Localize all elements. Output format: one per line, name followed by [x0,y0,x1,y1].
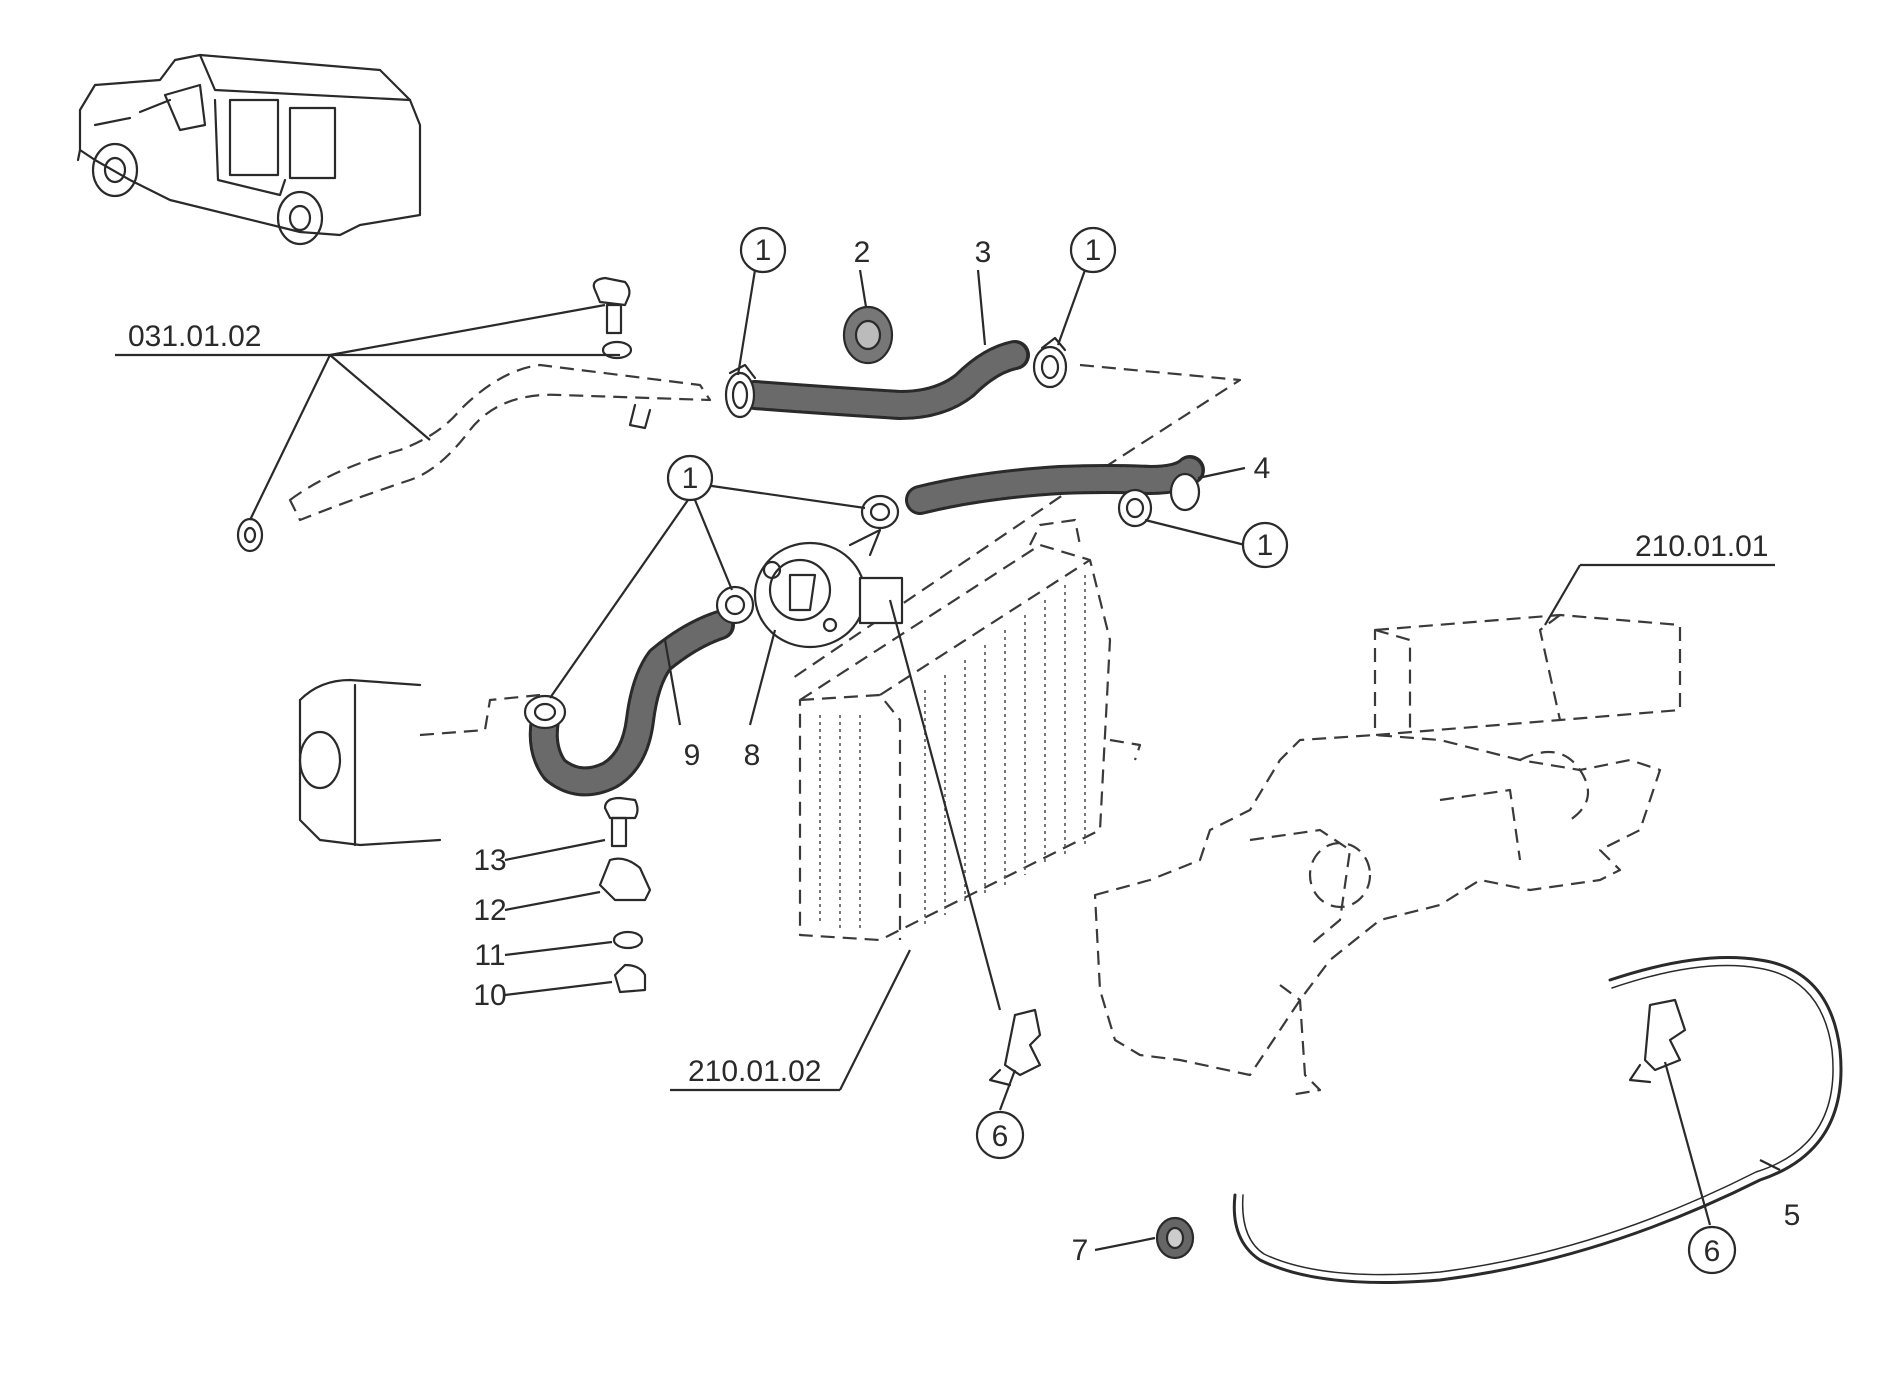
callout-label: 1 [1085,234,1102,267]
label-part-3: 3 [975,236,992,269]
heater-unit-outline [1093,613,1682,1097]
callout-1-mid-right: 1 [1241,521,1289,569]
callout-6-right: 6 [1687,1225,1737,1275]
upper-hose-assembly [236,276,712,553]
engine-block-outline [298,678,541,847]
grommet-part-2 [842,305,894,365]
hose-clamp-lower-left [523,694,567,730]
callout-label: 1 [755,234,772,267]
ref-031-01-02: 031.01.02 [128,320,261,353]
vehicle-illustration [76,53,422,246]
callout-1-center: 1 [666,454,714,502]
hose-clamp-lower-right [715,585,755,625]
dashed-connection [789,363,1242,681]
label-part-13: 13 [473,844,506,877]
hose-clamp-upper-right [1032,336,1068,389]
grommet-part-7 [1155,1216,1195,1260]
label-part-2: 2 [854,236,871,269]
callout-label: 6 [992,1120,1009,1153]
callout-label: 1 [1257,529,1274,562]
heater-core-radiator [798,518,1142,942]
water-valve-part-8 [753,528,904,649]
cable-clip-right [1628,998,1687,1084]
bracket-fastener-set [598,796,652,994]
callout-label: 6 [1704,1235,1721,1268]
callout-6-center: 6 [975,1110,1025,1160]
label-part-12: 12 [473,894,506,927]
label-part-5: 5 [1784,1199,1801,1232]
label-part-9: 9 [684,739,701,772]
cable-part-5 [1232,956,1843,1284]
label-part-4: 4 [1254,452,1271,485]
label-part-8: 8 [744,739,761,772]
hose-part-4 [905,455,1205,515]
hose-clamp-mid-left [860,494,900,530]
callout-label: 1 [682,462,699,495]
label-part-10: 10 [473,979,506,1012]
label-part-7: 7 [1072,1234,1089,1267]
label-part-11: 11 [474,939,505,972]
callout-1-upper-left: 1 [739,226,787,274]
ref-210-01-01: 210.01.01 [1635,530,1768,563]
cable-clip-center [988,1008,1042,1087]
radiator-fins [819,575,1086,932]
hose-clamp-mid-right [1117,488,1153,528]
hose-clamp-upper-left [724,363,757,419]
hose-part-3 [740,340,1030,420]
leader-lines [115,269,1781,1252]
ref-210-01-02: 210.01.02 [688,1055,821,1088]
callout-1-upper-right: 1 [1069,226,1117,274]
